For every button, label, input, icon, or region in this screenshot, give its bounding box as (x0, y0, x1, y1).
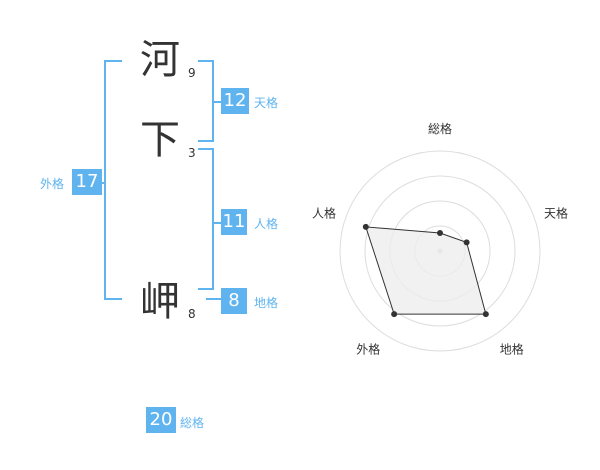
gaikaku-label: 外格 (40, 177, 65, 191)
radar-ring (339, 150, 541, 352)
soukaku-badge: 20 (146, 407, 176, 433)
gaikaku-connector (100, 182, 106, 184)
radar-axis-label-1: 総格 (428, 121, 452, 136)
stroke-count-2: 3 (188, 146, 196, 160)
tenkaku-connector (213, 101, 221, 103)
radar-axis-label-2: 天格 (544, 205, 568, 220)
chikaku-connector (206, 298, 221, 300)
radar-point-2 (463, 239, 470, 246)
tenkaku-label: 天格 (254, 96, 279, 110)
radar-point-5 (362, 223, 369, 230)
chikaku-badge: 8 (221, 288, 247, 314)
chikaku-label: 地格 (254, 296, 279, 310)
jinkaku-connector (213, 222, 221, 224)
jinkaku-label: 人格 (254, 217, 279, 231)
radar-ring (364, 175, 516, 327)
radar-polygon (365, 226, 487, 315)
tenkaku-badge: 12 (221, 88, 249, 114)
stroke-count-1: 9 (188, 66, 196, 80)
gaikaku-bracket (104, 60, 122, 300)
radar-axis-label-5: 人格 (312, 205, 336, 220)
gaikaku-badge: 17 (72, 169, 102, 195)
radar-axis-label-3: 地格 (500, 342, 524, 357)
name-char-1: 河 (140, 37, 180, 83)
stroke-count-3: 8 (188, 307, 196, 321)
jinkaku-badge: 11 (221, 209, 247, 235)
radar-point-4 (391, 311, 398, 318)
radar-point-1 (437, 230, 443, 236)
name-char-3: 岬 (140, 279, 180, 325)
radar-axis-label-4: 外格 (356, 342, 380, 357)
jinkaku-bracket (198, 148, 214, 290)
soukaku-label: 総格 (180, 416, 205, 430)
name-char-2: 下 (140, 117, 180, 163)
radar-point-3 (482, 311, 489, 318)
